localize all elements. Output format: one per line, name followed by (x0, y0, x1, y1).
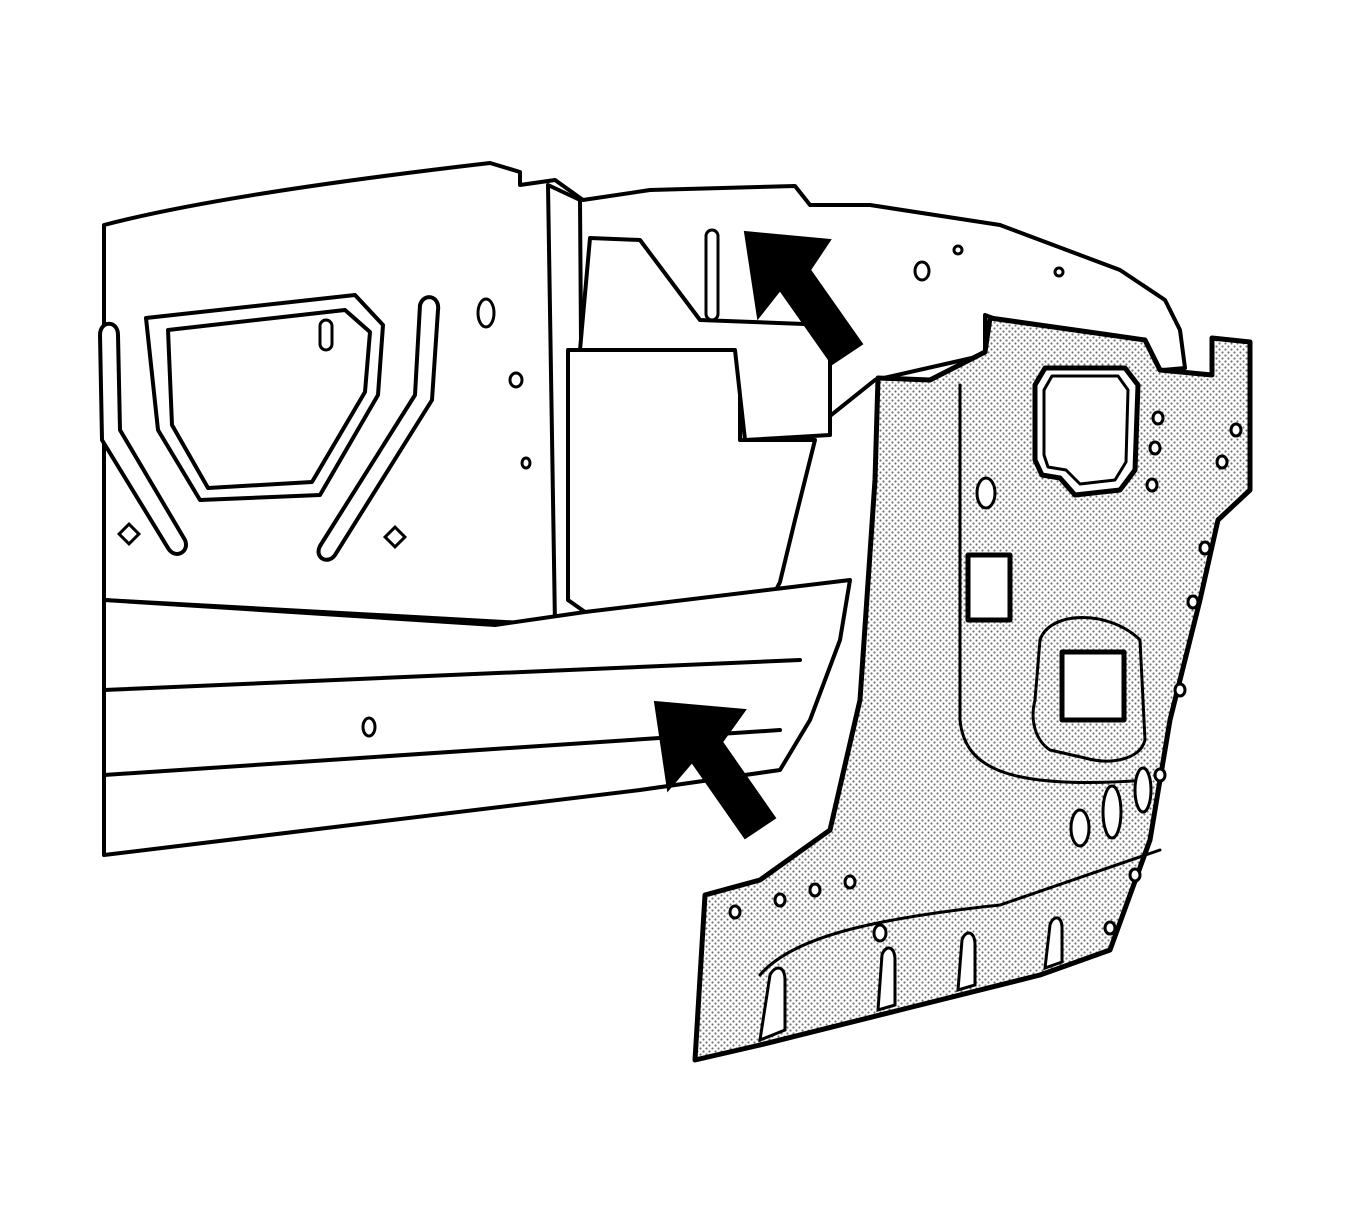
rocker-panel (102, 578, 852, 857)
body-side-holes (116, 228, 1065, 738)
tab-1 (758, 966, 787, 1043)
quarter-access-hole-top (1032, 365, 1141, 498)
q-hole-13 (1229, 422, 1243, 438)
rocker-panel-crease (102, 658, 802, 692)
quarter-pocket (1031, 616, 1147, 763)
q-hole-12 (1145, 477, 1159, 493)
quarter-lower-curve (758, 848, 1162, 977)
upper-hole-3 (1053, 266, 1065, 278)
upper-hole-1 (913, 260, 931, 282)
q-hole-7 (808, 882, 822, 898)
tab-2 (876, 946, 897, 1013)
q-hole-10 (1151, 410, 1165, 426)
left-guide-slot (98, 321, 188, 556)
tab-4 (1043, 916, 1064, 971)
q-hole-1 (975, 476, 997, 510)
quarter-access-hole-top-inner (1042, 374, 1130, 486)
quarter-rect-hole (1059, 649, 1127, 723)
quarter-panel-shape (692, 315, 1253, 1063)
body-side-assembly (98, 161, 1187, 857)
slot-small (318, 318, 334, 352)
diamond-right (382, 524, 408, 550)
pillar-hole-1 (508, 371, 524, 389)
right-guide-slot (316, 295, 441, 562)
q-hole-15 (1198, 540, 1212, 556)
tab-3 (956, 931, 977, 993)
door-opening-inner (166, 308, 372, 490)
inner-bracket (578, 236, 832, 442)
pillar-hole-2 (520, 456, 532, 470)
q-hole-14 (1215, 454, 1229, 470)
q-hole-5 (728, 904, 742, 920)
quarter-inner-curve (958, 383, 1152, 784)
q-hole-11 (1148, 440, 1162, 456)
q-hole-17 (1173, 682, 1187, 698)
quarter-square-hole (965, 552, 1013, 623)
upper-hole-2 (952, 244, 964, 256)
direction-arrows (653, 230, 864, 840)
quarter-panel-holes (728, 410, 1243, 943)
q-hole-19 (1128, 867, 1142, 883)
q-hole-4 (1133, 766, 1153, 814)
q-hole-9 (872, 923, 888, 943)
slot-vertical (704, 228, 720, 322)
upper-arrow-icon (743, 230, 864, 366)
lower-arrow-icon (653, 700, 777, 840)
quarter-outer-panel (692, 315, 1253, 1063)
q-hole-16 (1186, 594, 1200, 610)
q-hole-2 (1069, 808, 1091, 848)
q-hole-20 (1103, 920, 1117, 936)
pillar-hole-3 (476, 297, 496, 329)
q-hole-6 (773, 892, 787, 908)
q-hole-8 (843, 874, 857, 890)
q-hole-3 (1101, 784, 1123, 840)
rocker-hole (361, 716, 377, 738)
q-hole-18 (1153, 767, 1167, 783)
diamond-left (116, 521, 142, 547)
quarter-panel-tabs (758, 916, 1064, 1043)
